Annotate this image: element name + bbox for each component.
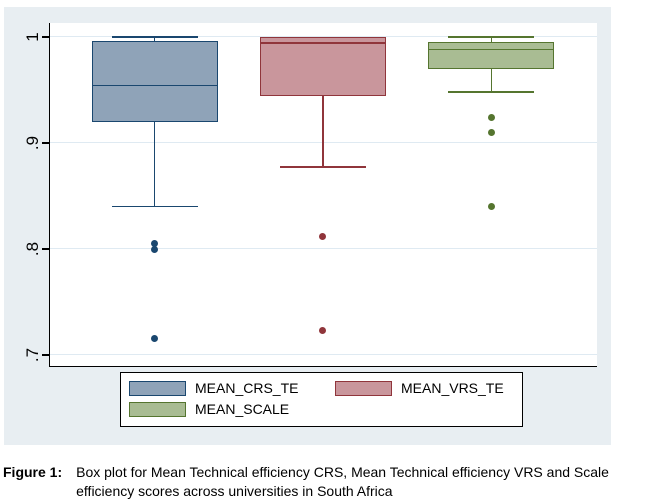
caption-line-1: Box plot for Mean Technical efficiency C…: [76, 464, 609, 480]
lower-whisker-cap: [279, 166, 366, 168]
plot-area: [49, 23, 597, 367]
lower-whisker-cap: [448, 91, 535, 93]
outlier-point: [151, 335, 159, 343]
outlier-point: [151, 240, 159, 248]
upper-whisker-cap: [448, 36, 535, 38]
upper-whisker-line: [490, 36, 493, 43]
median-line: [428, 48, 555, 51]
y-axis-tick: [42, 142, 49, 144]
legend: MEAN_CRS_TE MEAN_VRS_TE MEAN_SCALE: [120, 372, 523, 427]
legend-item: MEAN_SCALE: [129, 401, 335, 417]
median-line: [91, 84, 218, 87]
outlier-point: [487, 128, 495, 136]
y-axis-tick-label: .8: [23, 241, 42, 256]
outlier-point: [487, 113, 495, 121]
legend-item: MEAN_CRS_TE: [129, 380, 335, 396]
upper-whisker-cap: [111, 36, 198, 38]
y-axis-tick-label: .9: [23, 135, 42, 150]
legend-label: MEAN_VRS_TE: [401, 380, 504, 396]
y-axis-tick: [42, 354, 49, 356]
legend-swatch-mean_crs_te: [129, 380, 186, 396]
caption-label: Figure 1:: [3, 464, 63, 480]
legend-label: MEAN_SCALE: [195, 401, 290, 417]
outlier-point: [319, 232, 327, 240]
upper-whisker-line: [153, 36, 156, 42]
y-axis-tick: [42, 248, 49, 250]
figure-caption: Figure 1: Box plot for Mean Technical ef…: [3, 463, 667, 501]
lower-whisker-line: [153, 121, 156, 207]
y-gridline: [50, 354, 597, 356]
lower-whisker-cap: [111, 205, 198, 208]
boxplot-figure: MEAN_CRS_TE MEAN_VRS_TE MEAN_SCALE 1 .9 .8 .7: [4, 7, 611, 445]
y-axis-tick: [42, 36, 49, 38]
lower-whisker-line: [322, 96, 324, 168]
median-line: [259, 42, 386, 44]
legend-swatch-mean_scale: [129, 401, 186, 417]
caption-line-2: efficiency scores across universities in…: [76, 483, 393, 499]
y-axis-tick-label: 1: [23, 32, 42, 42]
legend-swatch-mean_vrs_te: [335, 380, 392, 396]
y-gridline: [50, 248, 597, 250]
box-mean_crs_te: [91, 41, 218, 122]
box-mean_vrs_te: [259, 36, 386, 97]
caption-text: Box plot for Mean Technical efficiency C…: [76, 463, 667, 501]
outlier-point: [151, 246, 159, 254]
y-axis-tick-label: .7: [23, 347, 42, 362]
legend-item: MEAN_VRS_TE: [335, 380, 522, 396]
lower-whisker-line: [490, 68, 493, 92]
outlier-point: [487, 202, 495, 210]
box-mean_scale: [428, 42, 555, 69]
legend-label: MEAN_CRS_TE: [195, 380, 299, 396]
outlier-point: [319, 327, 327, 334]
